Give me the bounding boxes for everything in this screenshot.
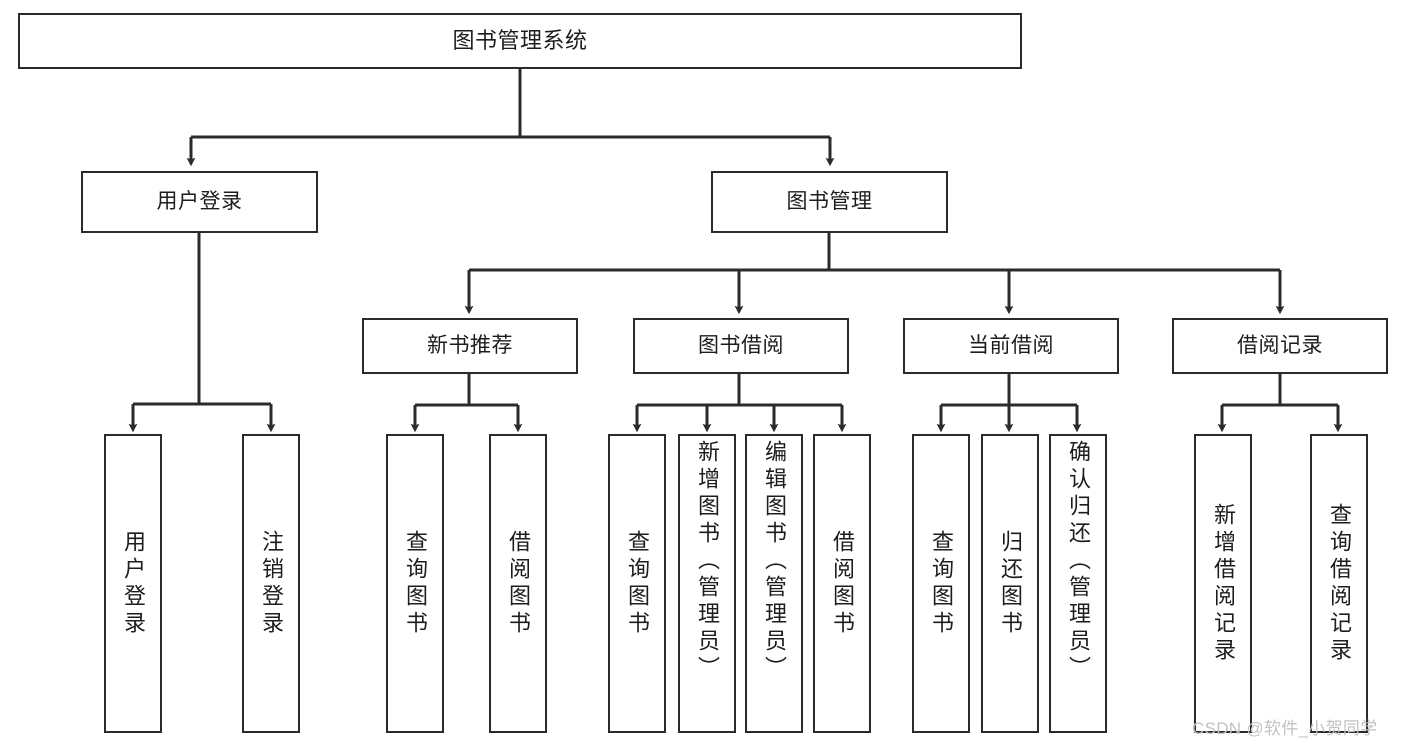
leaf-query-book-borrow[interactable]: 查询图书 — [608, 434, 666, 733]
node-user-login[interactable]: 用户登录 — [81, 171, 318, 233]
node-label: 新增借阅记录 — [1211, 502, 1236, 665]
node-label: 图书借阅 — [698, 333, 784, 357]
node-new-book-recommend[interactable]: 新书推荐 — [362, 318, 578, 374]
node-label: 确认归还（管理员） — [1066, 440, 1091, 683]
node-label: 新书推荐 — [427, 333, 513, 357]
node-label: 借阅记录 — [1237, 333, 1323, 357]
node-label: 查询借阅记录 — [1327, 502, 1352, 665]
leaf-add-book-admin[interactable]: 新增图书（管理员） — [678, 434, 736, 733]
node-label: 图书管理系统 — [452, 28, 588, 54]
node-current-borrow[interactable]: 当前借阅 — [903, 318, 1119, 374]
leaf-borrow-book[interactable]: 借阅图书 — [813, 434, 871, 733]
node-label: 用户登录 — [156, 189, 243, 213]
leaf-borrow-book-recommend[interactable]: 借阅图书 — [489, 434, 547, 733]
leaf-query-borrow-record[interactable]: 查询借阅记录 — [1310, 434, 1368, 733]
node-label: 注销登录 — [259, 529, 284, 638]
leaf-confirm-return-admin[interactable]: 确认归还（管理员） — [1049, 434, 1107, 733]
node-system-root[interactable]: 图书管理系统 — [18, 13, 1022, 69]
leaf-logout[interactable]: 注销登录 — [242, 434, 300, 733]
node-label: 编辑图书（管理员） — [762, 440, 787, 683]
node-label: 查询图书 — [403, 529, 428, 638]
node-label: 用户登录 — [121, 529, 146, 638]
leaf-query-book-current[interactable]: 查询图书 — [912, 434, 970, 733]
node-book-management[interactable]: 图书管理 — [711, 171, 948, 233]
leaf-user-login[interactable]: 用户登录 — [104, 434, 162, 733]
node-label: 图书管理 — [786, 189, 873, 213]
csdn-watermark: CSDN @软件_小贺同学 — [1192, 719, 1378, 738]
leaf-add-borrow-record[interactable]: 新增借阅记录 — [1194, 434, 1252, 733]
node-label: 归还图书 — [998, 529, 1023, 638]
node-book-borrow[interactable]: 图书借阅 — [633, 318, 849, 374]
node-label: 查询图书 — [625, 529, 650, 638]
node-label: 借阅图书 — [830, 529, 855, 638]
leaf-query-book-recommend[interactable]: 查询图书 — [386, 434, 444, 733]
leaf-return-book[interactable]: 归还图书 — [981, 434, 1039, 733]
node-label: 查询图书 — [929, 529, 954, 638]
node-label: 当前借阅 — [968, 333, 1054, 357]
node-borrow-record[interactable]: 借阅记录 — [1172, 318, 1388, 374]
node-label: 新增图书（管理员） — [695, 440, 720, 683]
leaf-edit-book-admin[interactable]: 编辑图书（管理员） — [745, 434, 803, 733]
node-label: 借阅图书 — [506, 529, 531, 638]
